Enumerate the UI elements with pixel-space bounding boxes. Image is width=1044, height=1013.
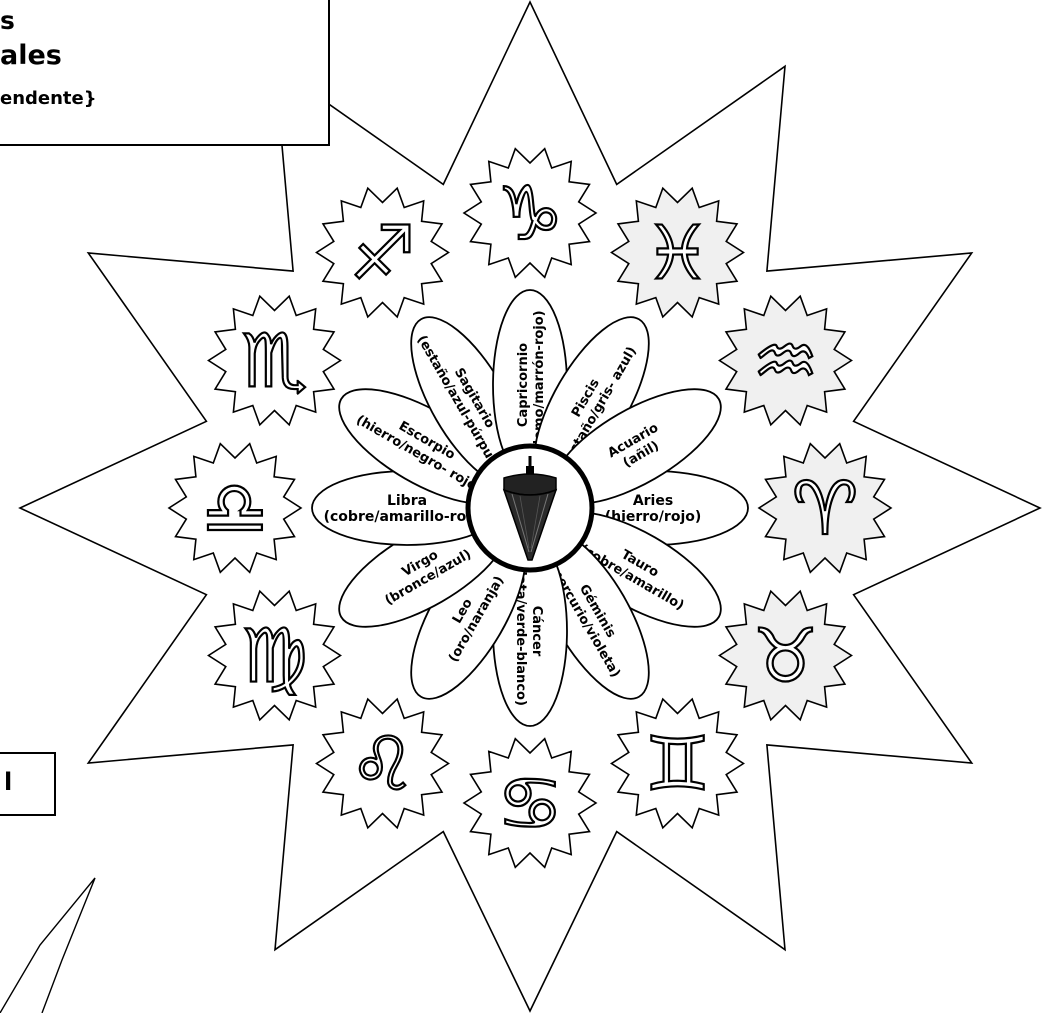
title-line-3: endente} (0, 88, 97, 109)
svg-text:♓: ♓ (644, 211, 710, 297)
svg-text:♏: ♏ (241, 319, 307, 405)
svg-text:♎: ♎ (202, 466, 268, 552)
side-box: l (0, 752, 56, 816)
center-medallion (468, 446, 592, 570)
sign-name-cancer: Cáncer (529, 606, 544, 657)
svg-text:♈: ♈ (792, 466, 858, 552)
svg-text:♉: ♉ (752, 614, 818, 700)
title-box: s ales endente} (0, 0, 330, 146)
title-line-2: ales (0, 40, 62, 71)
sign-name-libra: Libra (387, 493, 427, 509)
svg-text:♋: ♋ (497, 761, 563, 847)
svg-text:♍: ♍ (241, 614, 307, 700)
svg-text:♊: ♊ (644, 722, 710, 808)
title-line-1: s (0, 6, 15, 35)
sign-detail-libra: (cobre/amarillo-rosa) (324, 509, 491, 525)
svg-text:♐: ♐ (349, 211, 415, 297)
partial-star-fragment (0, 878, 95, 1013)
svg-text:♑: ♑ (497, 171, 563, 257)
side-box-label: l (4, 768, 12, 796)
svg-text:♌: ♌ (349, 722, 415, 808)
sign-name-capricornio: Capricornio (516, 343, 531, 427)
svg-text:♒: ♒ (752, 319, 818, 405)
sign-name-aries: Aries (633, 493, 673, 509)
